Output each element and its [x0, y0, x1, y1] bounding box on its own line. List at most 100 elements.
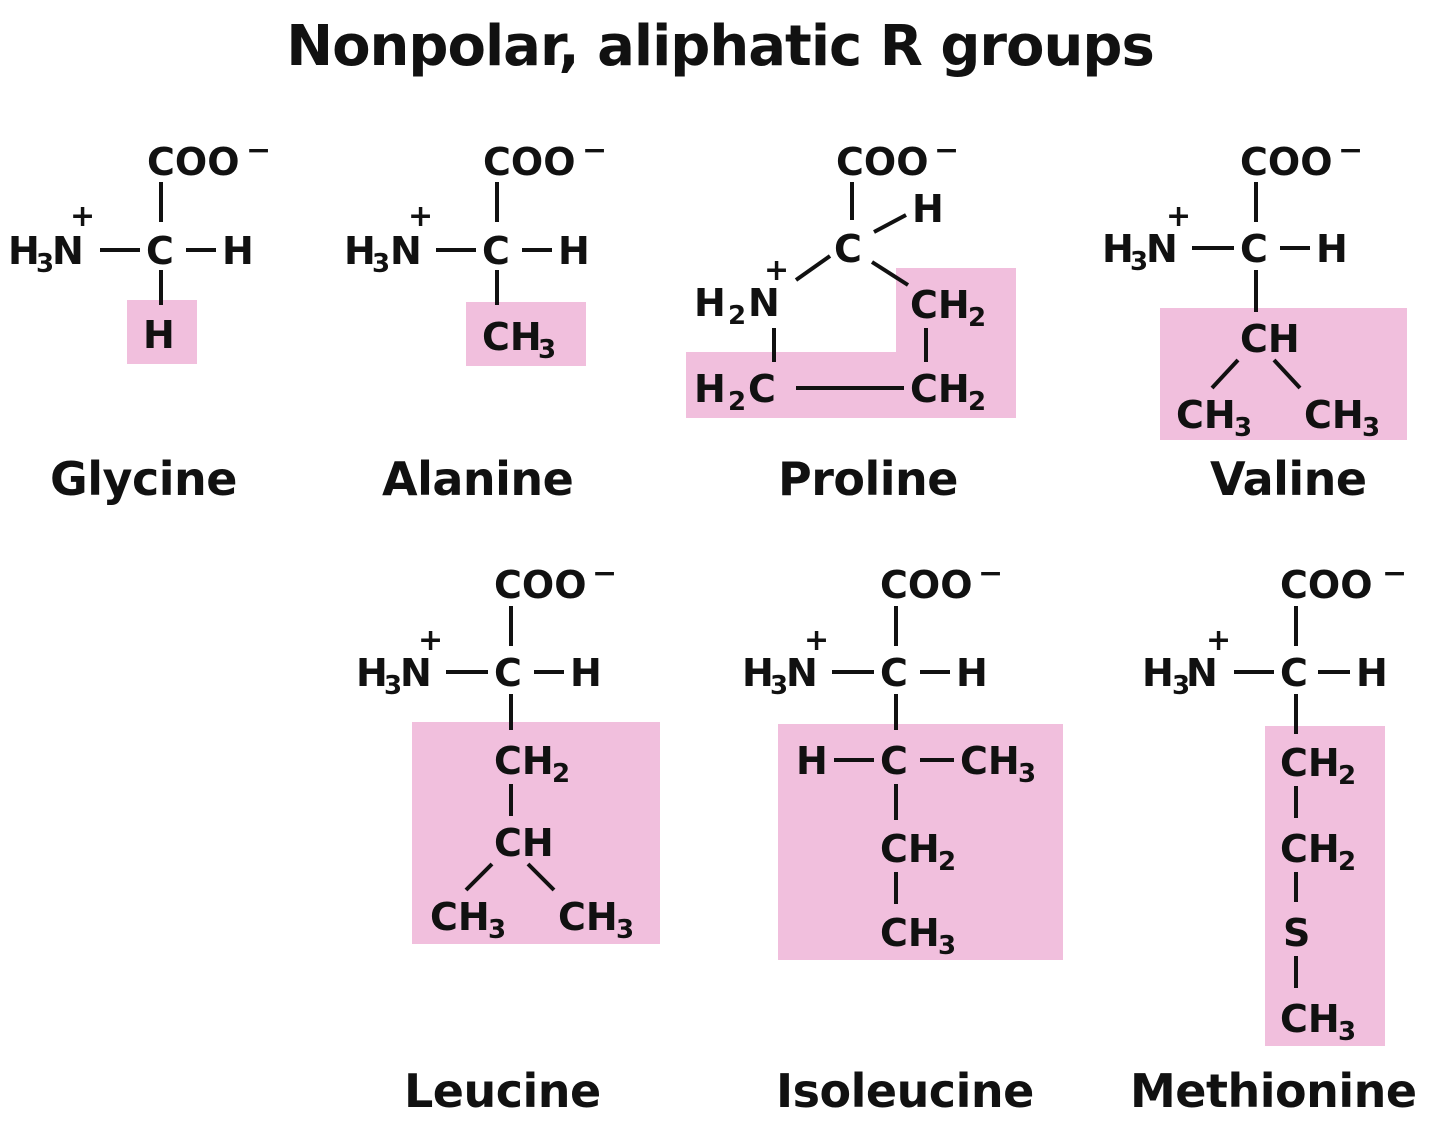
- svg-text:CH: CH: [430, 895, 490, 939]
- svg-text:C: C: [1240, 227, 1268, 271]
- svg-text:3: 3: [1018, 759, 1036, 789]
- svg-text:N: N: [390, 229, 422, 273]
- svg-text:3: 3: [770, 671, 788, 701]
- svg-text:H: H: [222, 229, 254, 273]
- svg-text:CH: CH: [1304, 393, 1364, 437]
- svg-text:H: H: [558, 229, 590, 273]
- svg-text:−: −: [978, 556, 1003, 591]
- svg-text:COO: COO: [1280, 563, 1373, 607]
- svg-text:H: H: [694, 281, 726, 325]
- svg-text:H: H: [356, 651, 388, 695]
- svg-text:H: H: [742, 651, 774, 695]
- svg-text:−: −: [592, 556, 617, 591]
- svg-text:CH: CH: [1280, 741, 1340, 785]
- svg-text:H: H: [1102, 227, 1134, 271]
- svg-text:C: C: [146, 229, 174, 273]
- svg-text:C: C: [834, 227, 862, 271]
- methionine-r-group-highlight: [1265, 726, 1385, 1046]
- methionine-structure: COO− + H3N C H CH2 CH2 S CH3: [1142, 556, 1407, 1047]
- svg-text:3: 3: [1172, 671, 1190, 701]
- glycine-label: Glycine: [50, 452, 238, 506]
- svg-text:CH: CH: [1240, 317, 1300, 361]
- svg-text:H: H: [1142, 651, 1174, 695]
- glycine-structure: COO− + H3N C H H: [8, 133, 271, 357]
- svg-text:CH: CH: [1176, 393, 1236, 437]
- svg-text:2: 2: [968, 387, 986, 417]
- svg-text:3: 3: [384, 671, 402, 701]
- svg-text:H: H: [570, 651, 602, 695]
- svg-text:3: 3: [36, 249, 54, 279]
- proline-label: Proline: [778, 452, 958, 506]
- svg-text:CH: CH: [910, 367, 970, 411]
- svg-text:N: N: [1146, 227, 1178, 271]
- svg-text:−: −: [1382, 556, 1407, 591]
- svg-text:N: N: [52, 229, 84, 273]
- svg-text:S: S: [1283, 911, 1310, 955]
- svg-text:COO: COO: [1240, 140, 1333, 184]
- svg-text:C: C: [880, 651, 908, 695]
- svg-text:+: +: [70, 199, 95, 234]
- svg-text:CH: CH: [910, 283, 970, 327]
- alanine-label: Alanine: [382, 452, 574, 506]
- svg-text:2: 2: [1338, 847, 1356, 877]
- leucine-structure: COO− + H3N C H CH2 CH CH3 CH3: [356, 556, 634, 945]
- svg-text:N: N: [1186, 651, 1218, 695]
- svg-text:−: −: [934, 133, 959, 168]
- isoleucine-r-group-highlight: [778, 724, 1063, 960]
- svg-text:+: +: [418, 623, 443, 658]
- svg-text:2: 2: [728, 387, 746, 417]
- svg-text:CH: CH: [494, 821, 554, 865]
- svg-text:CH: CH: [494, 739, 554, 783]
- svg-text:2: 2: [1338, 761, 1356, 791]
- svg-text:N: N: [748, 281, 780, 325]
- svg-text:+: +: [804, 623, 829, 658]
- svg-text:N: N: [786, 651, 818, 695]
- svg-text:H: H: [956, 651, 988, 695]
- svg-text:CH: CH: [482, 315, 542, 359]
- valine-r-group-highlight: [1160, 308, 1407, 440]
- leucine-r-group-highlight: [412, 722, 660, 944]
- svg-text:C: C: [1280, 651, 1308, 695]
- methionine-label: Methionine: [1130, 1064, 1417, 1118]
- svg-text:2: 2: [552, 759, 570, 789]
- alanine-r-group-highlight: [466, 302, 586, 366]
- svg-text:H: H: [1316, 227, 1348, 271]
- svg-text:+: +: [764, 253, 789, 288]
- svg-text:C: C: [880, 739, 908, 783]
- proline-r-group-highlight-upper: [896, 268, 1016, 358]
- svg-text:H: H: [1356, 651, 1388, 695]
- svg-text:COO: COO: [147, 140, 240, 184]
- svg-text:N: N: [400, 651, 432, 695]
- svg-text:C: C: [494, 651, 522, 695]
- svg-text:3: 3: [372, 249, 390, 279]
- svg-text:−: −: [1338, 133, 1363, 168]
- svg-text:COO: COO: [483, 140, 576, 184]
- svg-text:+: +: [408, 199, 433, 234]
- svg-text:C: C: [748, 367, 776, 411]
- proline-r-group-highlight-lower: [686, 352, 1016, 418]
- svg-text:2: 2: [938, 847, 956, 877]
- isoleucine-label: Isoleucine: [776, 1064, 1034, 1118]
- svg-text:CH: CH: [880, 911, 940, 955]
- svg-text:3: 3: [1130, 247, 1148, 277]
- svg-text:H: H: [8, 229, 40, 273]
- svg-text:H: H: [344, 229, 376, 273]
- svg-text:C: C: [482, 229, 510, 273]
- isoleucine-structure: COO− + H3N C H H C CH3 CH2 CH3: [742, 556, 1036, 961]
- svg-text:2: 2: [968, 303, 986, 333]
- svg-text:2: 2: [728, 301, 746, 331]
- svg-text:3: 3: [616, 915, 634, 945]
- diagram-title: Nonpolar, aliphatic R groups: [286, 14, 1155, 79]
- svg-text:H: H: [912, 187, 944, 231]
- svg-text:COO: COO: [880, 563, 973, 607]
- svg-text:3: 3: [1338, 1017, 1356, 1047]
- svg-text:−: −: [582, 133, 607, 168]
- svg-text:H: H: [796, 739, 828, 783]
- svg-text:+: +: [1166, 199, 1191, 234]
- svg-text:3: 3: [938, 931, 956, 961]
- svg-text:−: −: [246, 133, 271, 168]
- svg-text:CH: CH: [1280, 997, 1340, 1041]
- svg-text:CH: CH: [1280, 827, 1340, 871]
